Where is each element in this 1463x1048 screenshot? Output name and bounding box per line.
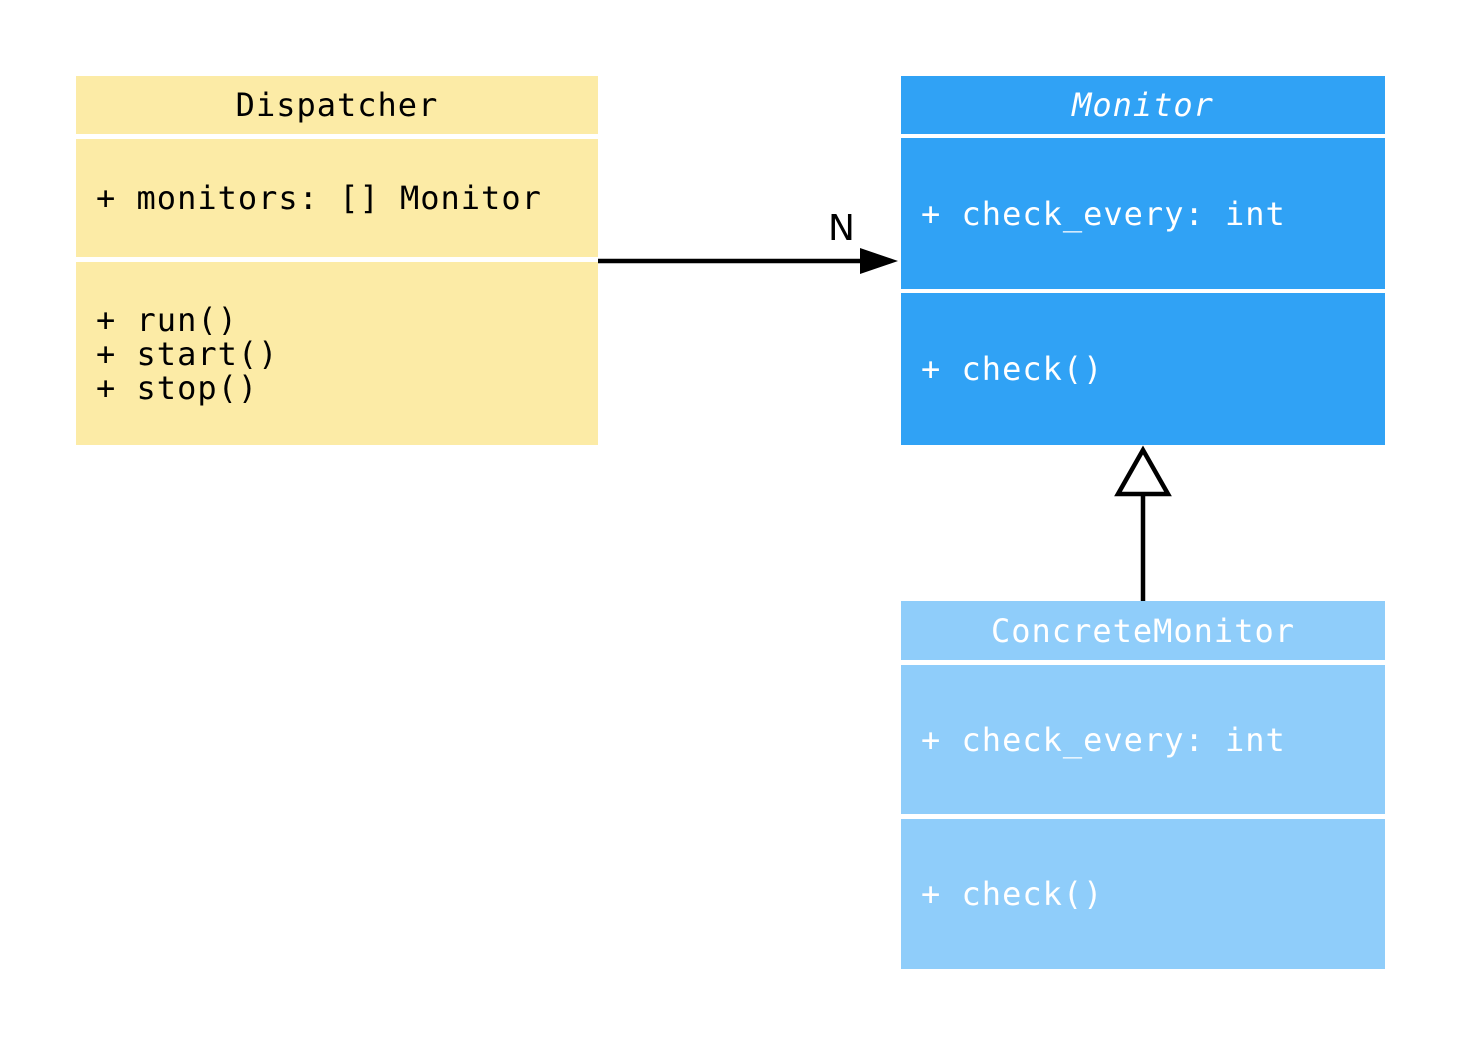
association-arrow: [598, 248, 898, 274]
class-methods-section: + check(): [901, 293, 1385, 445]
class-monitor: Monitor + check_every: int + check(): [901, 76, 1385, 445]
class-attribute: + monitors: [] Monitor: [96, 179, 542, 217]
inheritance-arrow: [1114, 445, 1172, 601]
class-dispatcher: Dispatcher + monitors: [] Monitor + run(…: [76, 76, 598, 445]
class-method: + stop(): [96, 368, 259, 407]
class-title: ConcreteMonitor: [901, 601, 1385, 660]
class-method: + check(): [921, 875, 1104, 913]
class-attributes-section: + check_every: int: [901, 138, 1385, 289]
class-methods-section: + run() + start() + stop(): [76, 262, 598, 445]
class-method: + check(): [921, 350, 1104, 388]
class-attributes-section: + check_every: int: [901, 665, 1385, 814]
class-method: + run(): [96, 300, 238, 339]
multiplicity-label: N: [828, 208, 855, 249]
class-title: Monitor: [901, 76, 1385, 134]
class-methods-section: + check(): [901, 819, 1385, 969]
class-attributes-section: + monitors: [] Monitor: [76, 139, 598, 257]
class-title: Dispatcher: [76, 76, 598, 134]
class-attribute: + check_every: int: [921, 720, 1286, 759]
class-concrete-monitor: ConcreteMonitor + check_every: int + che…: [901, 601, 1385, 969]
class-attribute: + check_every: int: [921, 194, 1286, 233]
class-method: + start(): [96, 334, 279, 373]
